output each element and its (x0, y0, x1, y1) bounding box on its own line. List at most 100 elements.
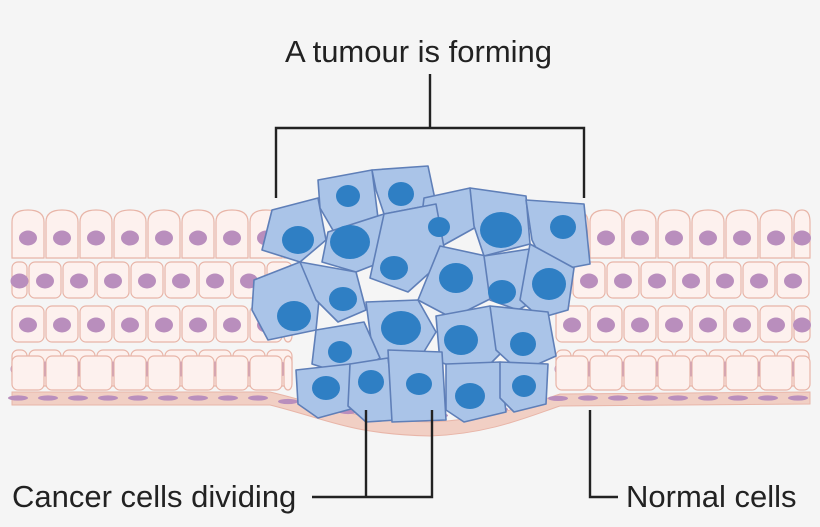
normal-cell-nucleus (631, 230, 649, 246)
leader-lines (274, 74, 618, 499)
tumour-cell-nucleus (328, 341, 352, 363)
normal-cell (793, 355, 811, 391)
membrane-nucleus (38, 395, 58, 401)
label-tumour-forming: A tumour is forming (285, 34, 553, 69)
normal-cell-nucleus (121, 230, 139, 246)
normal-cell-nucleus (580, 273, 598, 289)
membrane-nucleus (578, 395, 598, 401)
normal-cell-nucleus (793, 317, 811, 333)
normal-cell-nucleus (189, 317, 207, 333)
normal-cell (589, 355, 623, 391)
membrane-nucleus (278, 398, 298, 405)
tumour-cell-nucleus (512, 375, 536, 397)
normal-cell (215, 355, 249, 391)
membrane-nucleus (158, 395, 178, 401)
normal-cell-nucleus (597, 317, 615, 333)
normal-cell (79, 355, 113, 391)
membrane-nucleus (218, 395, 238, 401)
label-cancer-cells-dividing: Cancer cells dividing (12, 479, 297, 514)
normal-cell (113, 355, 147, 391)
tumour-cell-nucleus (329, 287, 357, 311)
normal-cell-nucleus (784, 273, 802, 289)
normal-cell-nucleus (682, 273, 700, 289)
normal-cell-nucleus (36, 273, 54, 289)
normal-cell-nucleus (597, 230, 615, 246)
normal-cell (181, 355, 215, 391)
membrane-nucleus (98, 395, 118, 401)
normal-cell-nucleus (733, 317, 751, 333)
membrane-nucleus (68, 395, 88, 401)
normal-cell-nucleus (767, 317, 785, 333)
tumour-cell-nucleus (444, 325, 478, 355)
normal-cell (691, 355, 725, 391)
normal-cell-nucleus (699, 317, 717, 333)
membrane-nucleus (188, 395, 208, 401)
membrane-nucleus (128, 395, 148, 401)
tumour-cell-nucleus (312, 376, 340, 400)
membrane-nucleus (728, 395, 748, 401)
normal-cell-nucleus (138, 273, 156, 289)
tumour-cell-nucleus (550, 215, 576, 239)
normal-cell-nucleus (767, 230, 785, 246)
membrane-nucleus (548, 395, 568, 401)
normal-cell-nucleus (53, 230, 71, 246)
normal-cell-nucleus (10, 273, 29, 289)
tumour-cell-nucleus (388, 182, 414, 206)
tumour-cell-nucleus (488, 280, 516, 304)
normal-cell (725, 355, 759, 391)
cancer-cells-bracket (312, 410, 434, 499)
normal-cell-nucleus (733, 230, 751, 246)
normal-cell-nucleus (750, 273, 768, 289)
membrane-nucleus (638, 395, 658, 401)
normal-cell-nucleus (614, 273, 632, 289)
normal-cell-nucleus (716, 273, 734, 289)
tumour-cell-nucleus (330, 225, 370, 259)
membrane-nucleus (788, 395, 808, 401)
tumour-cell-nucleus (480, 212, 522, 248)
membrane-nucleus (758, 395, 778, 401)
normal-cell-nucleus (19, 230, 37, 246)
normal-cell-nucleus (793, 230, 811, 246)
normal-cell (657, 355, 691, 391)
tumour-cell-nucleus (532, 268, 566, 300)
tumour-cell-nucleus (277, 301, 311, 331)
membrane-nucleus (248, 395, 268, 401)
normal-cell-nucleus (665, 317, 683, 333)
normal-cell-nucleus (53, 317, 71, 333)
normal-cell-nucleus (70, 273, 88, 289)
normal-cell (623, 355, 657, 391)
tumour-cell-nucleus (510, 332, 536, 356)
normal-cells-leader (588, 410, 618, 499)
normal-cell (759, 355, 793, 391)
tumour-bracket (274, 74, 586, 198)
normal-cell (283, 355, 293, 391)
tumour-cell-cluster (251, 165, 591, 423)
tumour-cell-nucleus (381, 311, 421, 345)
label-normal-cells: Normal cells (626, 479, 797, 514)
tumour-cell-nucleus (428, 217, 450, 237)
tumour-cell-nucleus (406, 373, 432, 395)
membrane-nucleus (698, 395, 718, 401)
membrane-nucleus (8, 395, 28, 401)
normal-cell-nucleus (563, 317, 581, 333)
normal-cell (45, 355, 79, 391)
normal-cell (147, 355, 181, 391)
membrane-nucleus (668, 395, 688, 401)
normal-cell-nucleus (87, 317, 105, 333)
tumour-cell-nucleus (336, 185, 360, 207)
normal-cell (11, 355, 45, 391)
normal-cell-nucleus (87, 230, 105, 246)
tumour-cell-nucleus (455, 383, 485, 409)
tumour-cell-nucleus (358, 370, 384, 394)
normal-cell (249, 355, 283, 391)
normal-cell-nucleus (631, 317, 649, 333)
normal-cell-nucleus (206, 273, 224, 289)
membrane-nucleus (608, 395, 628, 401)
tumour-cell-nucleus (380, 256, 408, 280)
normal-cell-nucleus (155, 317, 173, 333)
normal-cell-nucleus (699, 230, 717, 246)
normal-cell-nucleus (223, 230, 241, 246)
normal-cell-nucleus (648, 273, 666, 289)
